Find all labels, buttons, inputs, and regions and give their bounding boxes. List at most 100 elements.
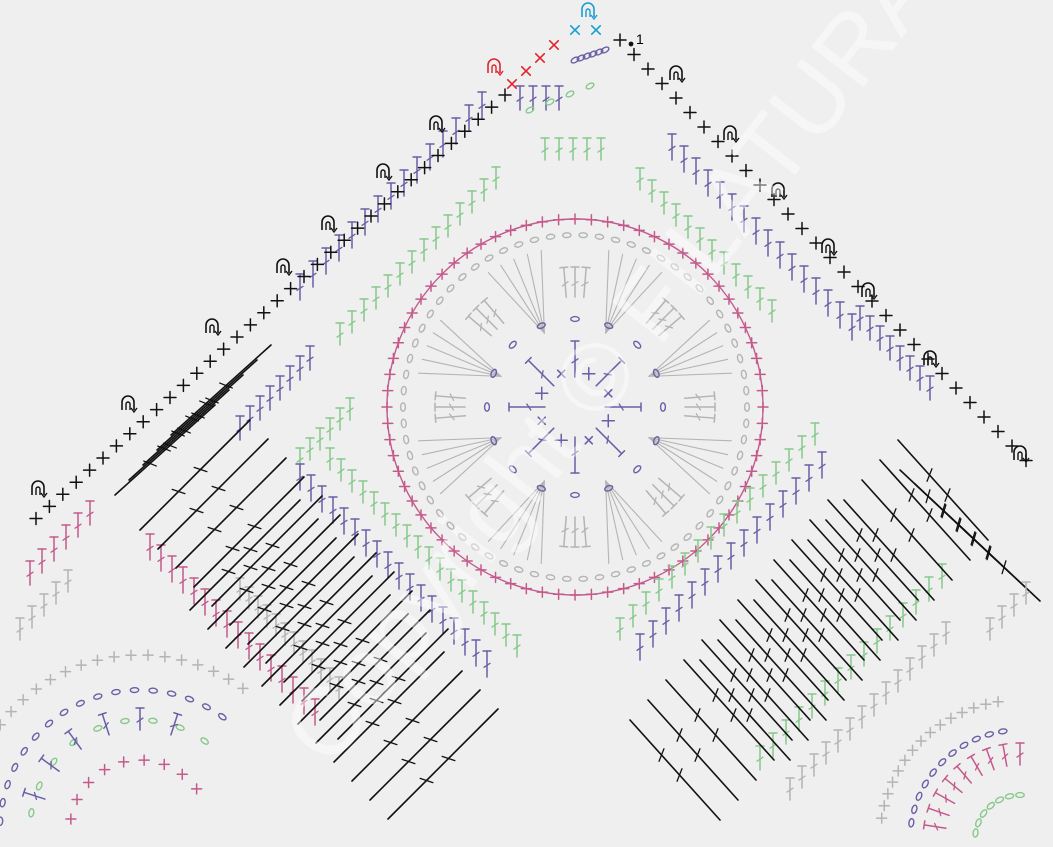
double-crochet-stitch <box>554 137 564 161</box>
stitch-bar <box>746 708 753 722</box>
double-crochet-stitch <box>787 253 797 281</box>
double-crochet-stitch <box>413 535 423 559</box>
stitch-bar <box>906 366 914 372</box>
chain-ring-stitch <box>446 521 455 530</box>
stitch-bar <box>516 96 524 102</box>
stitch-post <box>387 708 499 820</box>
stitch-post <box>1002 743 1008 767</box>
corner-pink-treble <box>926 803 950 817</box>
gray-double-crochet <box>465 477 493 502</box>
stitch-bar <box>908 528 915 542</box>
stitch-bar <box>836 313 844 319</box>
outer-round-stitch <box>384 368 396 381</box>
arrow-inner <box>125 401 131 410</box>
stitch-bar <box>396 272 404 278</box>
stitch-bar <box>329 508 337 514</box>
chain-ring-stitch <box>724 481 732 491</box>
stitch-bar <box>370 501 378 507</box>
double-crochet-stitch <box>407 250 417 274</box>
turn-arrow-icon <box>31 480 48 499</box>
stitch-bar <box>333 641 348 648</box>
double-crochet-stitch <box>875 325 885 351</box>
stitch-bar <box>696 237 704 243</box>
corner-gray-stitch <box>175 654 188 666</box>
stitch-bar <box>336 332 344 338</box>
chain-ring-stitch <box>706 296 715 305</box>
stitch-bar <box>571 527 579 534</box>
stitch-bar <box>688 593 696 599</box>
long-treble-stitch <box>807 539 899 641</box>
stitch-bar <box>542 96 550 102</box>
fan-stitch <box>648 437 732 442</box>
chain-ring-stitch <box>626 241 637 248</box>
row-start-label: 1 <box>636 31 644 47</box>
arrow-inner <box>585 8 591 17</box>
chain-ring-stitch <box>411 466 419 476</box>
outer-round-stitch <box>415 293 427 305</box>
double-crochet-stitch <box>937 563 947 589</box>
outer-round-stitch <box>756 384 769 397</box>
stitch-bar <box>465 116 473 122</box>
corner-pink-treble <box>941 774 963 794</box>
stitch-bar <box>944 488 951 502</box>
corner-fans <box>0 500 1031 838</box>
stitch-bar <box>279 584 294 591</box>
fan-stitch <box>648 358 729 377</box>
double-crochet-stitch <box>189 577 199 605</box>
stitch-bar <box>616 627 624 633</box>
stitch-post <box>315 632 427 744</box>
stitch-post <box>934 791 956 805</box>
stitch-bar <box>873 639 881 645</box>
corner-gray-stitch <box>906 744 919 757</box>
stitch-bar <box>822 751 830 757</box>
gray-double-crochet <box>652 304 678 330</box>
stitch-bar <box>603 372 612 376</box>
stitch-bar <box>759 484 767 490</box>
double-crochet-stitch <box>245 405 255 431</box>
stitch-bar <box>441 755 456 762</box>
long-treble-stitch <box>755 579 847 681</box>
corner-purple-chain <box>4 779 11 790</box>
stitch-post <box>683 395 716 399</box>
stitch-top <box>472 502 480 510</box>
arrow-head <box>1022 457 1030 464</box>
double-crochet-stitch <box>765 503 775 531</box>
stitch-post <box>595 427 623 455</box>
turn-arrow-icon <box>429 115 446 134</box>
outer-round-stitch <box>489 230 502 243</box>
outer-round-stitch <box>750 352 763 365</box>
stitch-post <box>101 713 110 736</box>
stitch-post <box>647 699 739 801</box>
chain-ring-stitch <box>435 296 444 305</box>
double-crochet-stitch <box>767 299 777 323</box>
long-treble-stitch <box>193 476 305 588</box>
stitch-post <box>40 757 60 772</box>
stitch-bar <box>800 277 808 283</box>
stitch-bar <box>597 147 605 153</box>
corner-gray-stitch <box>142 649 154 661</box>
corner-green-chain <box>1004 793 1015 800</box>
arrow-arc <box>723 125 737 140</box>
edge-single-crochet <box>823 250 837 265</box>
stitch-post <box>225 537 337 649</box>
outer-round-stitch <box>415 509 427 521</box>
arrow-arc <box>771 182 785 197</box>
edge-single-crochet <box>893 323 907 337</box>
outer-round-stitch <box>585 588 598 601</box>
stitch-bar <box>662 619 670 625</box>
stitch-bar <box>207 526 222 533</box>
stitch-bar <box>315 640 330 647</box>
outer-round-stitch <box>475 564 487 576</box>
corner-gray-stitch <box>934 719 947 731</box>
double-crochet-stitch <box>451 117 461 145</box>
corner-purple-chain <box>971 735 981 743</box>
fan-stitch <box>426 437 502 469</box>
fan-stitch <box>648 437 711 495</box>
purple-chain-stitch <box>536 322 547 330</box>
stitch-bar <box>179 578 187 584</box>
stitch-bar <box>752 229 760 235</box>
stitch-post <box>170 713 179 736</box>
stitch-bar <box>695 393 701 401</box>
chain-ring-stitch <box>736 353 744 364</box>
double-crochet-stitch <box>915 365 925 391</box>
